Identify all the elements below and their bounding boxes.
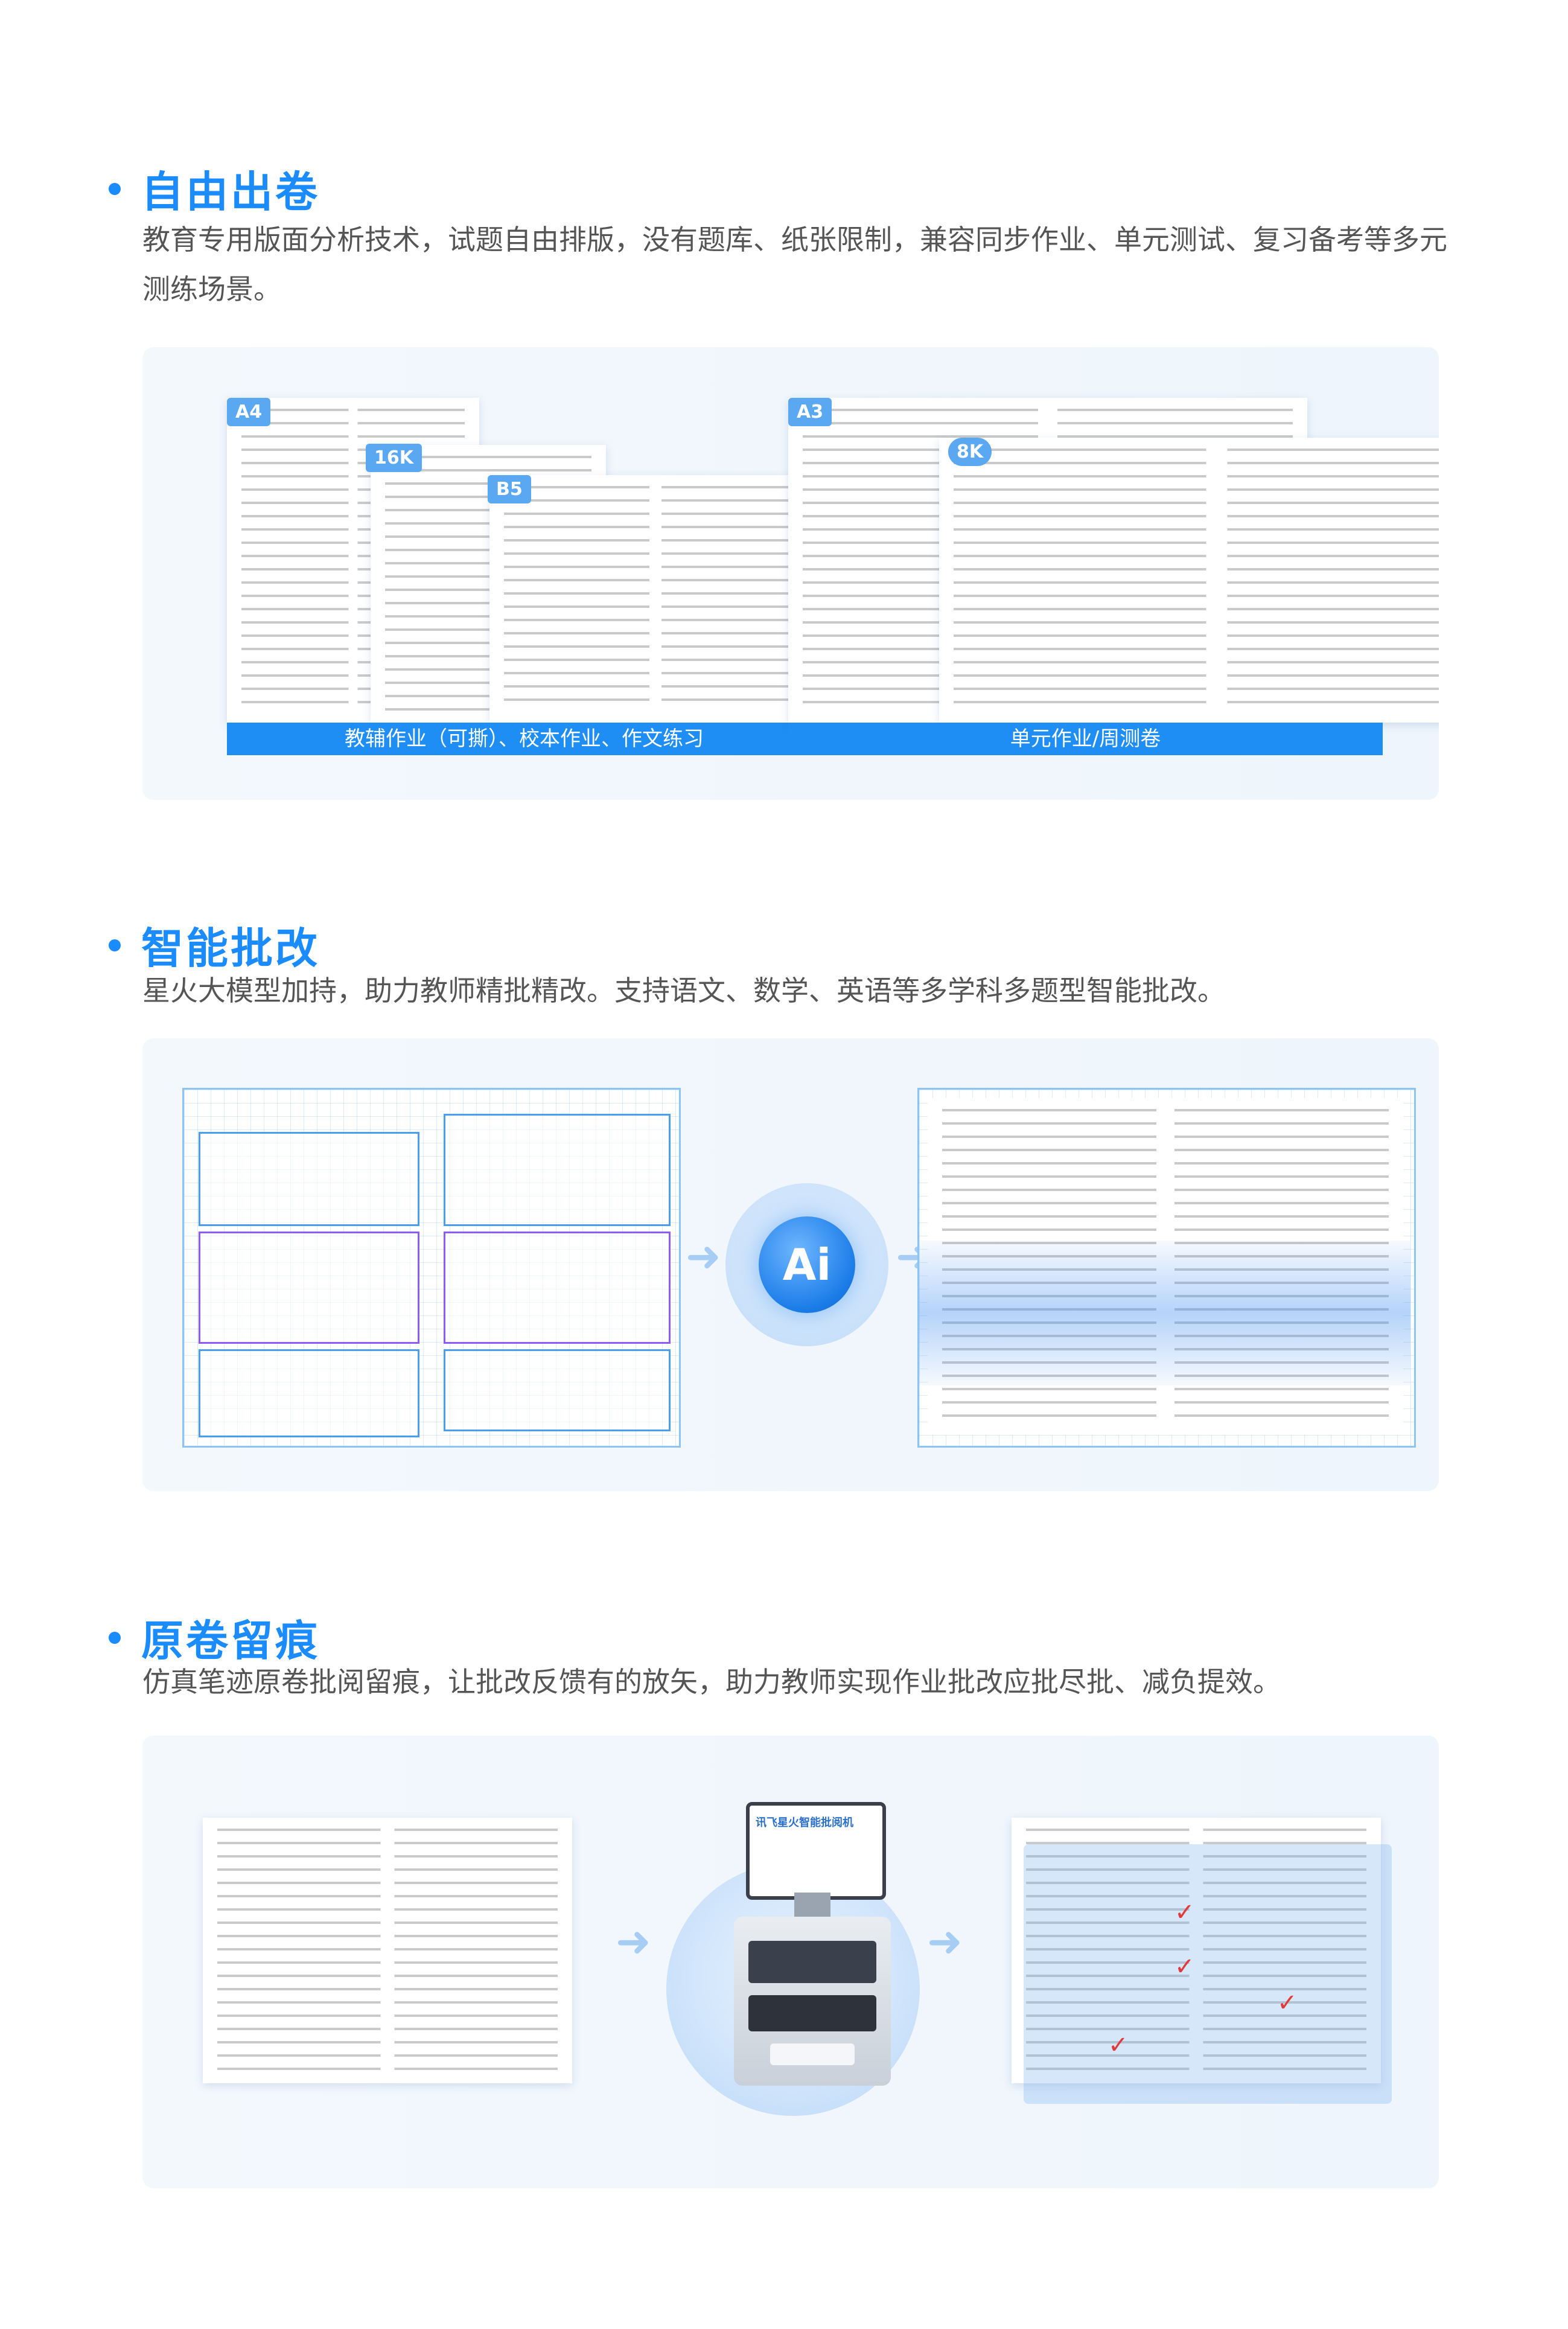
caption-right: 单元作业/周测卷 bbox=[788, 723, 1383, 755]
question-box bbox=[199, 1349, 419, 1437]
ai-icon: Ai bbox=[759, 1216, 855, 1313]
question-box bbox=[444, 1349, 671, 1431]
check-mark-icon: ✓ bbox=[1108, 2031, 1129, 2059]
question-box bbox=[199, 1232, 419, 1344]
grid-sheet-right bbox=[917, 1088, 1416, 1448]
ai-badge: Ai bbox=[725, 1183, 888, 1346]
dot-icon bbox=[109, 939, 121, 951]
graded-paper bbox=[928, 1098, 1403, 1435]
scan-band bbox=[919, 1241, 1410, 1385]
question-box bbox=[199, 1132, 419, 1226]
size-tag-16k: 16K bbox=[366, 444, 422, 472]
check-mark-icon: ✓ bbox=[1277, 1989, 1298, 2017]
paper-b5 bbox=[489, 475, 821, 723]
section-title: 原卷留痕 bbox=[141, 1616, 320, 1666]
caption-left: 教辅作业（可撕）、校本作业、作文练习 bbox=[227, 723, 821, 755]
paper-size-panel: A4 16K B5 教辅作业（可撕）、校本作业、作文练习 A3 8K 单元作业/… bbox=[142, 347, 1439, 800]
grid-sheet-left bbox=[182, 1088, 681, 1448]
machine-screen: 讯飞星火智能批阅机 bbox=[746, 1802, 886, 1900]
section-heading: 原卷留痕 bbox=[109, 1607, 320, 1668]
dot-icon bbox=[109, 182, 121, 195]
section-title: 智能批改 bbox=[141, 924, 320, 973]
size-tag-a3: A3 bbox=[788, 398, 832, 426]
machine-label: 讯飞星火智能批阅机 bbox=[756, 1816, 853, 1829]
check-mark-icon: ✓ bbox=[1174, 1899, 1195, 1926]
question-box bbox=[444, 1114, 671, 1226]
size-tag-a4: A4 bbox=[227, 398, 271, 426]
machine-body bbox=[734, 1917, 891, 2086]
check-mark-icon: ✓ bbox=[1174, 1953, 1195, 1981]
grading-panel: ➜ Ai ➜ bbox=[142, 1038, 1439, 1491]
grading-machine: 讯飞星火智能批阅机 bbox=[734, 1802, 891, 2086]
marked-paper bbox=[1012, 1818, 1381, 2083]
section-description: 仿真笔迹原卷批阅留痕，让批改反馈有的放矢，助力教师实现作业批改应批尽批、减负提效… bbox=[142, 1666, 1281, 1698]
original-paper bbox=[203, 1818, 572, 2083]
size-tag-b5: B5 bbox=[488, 475, 531, 503]
section-title: 自由出卷 bbox=[141, 167, 320, 217]
paper-8k-sheet bbox=[939, 438, 1439, 723]
highlight-overlay bbox=[1024, 1844, 1392, 2104]
question-box bbox=[444, 1232, 671, 1344]
arrow-right-icon: ➜ bbox=[616, 1917, 651, 1966]
section-description: 星火大模型加持，助力教师精批精改。支持语文、数学、英语等多学科多题型智能批改。 bbox=[142, 974, 1225, 1007]
size-tag-8k: 8K bbox=[948, 438, 992, 466]
section-description: 教育专用版面分析技术，试题自由排版，没有题库、纸张限制，兼容同步作业、单元测试、… bbox=[142, 223, 1447, 305]
section-heading: 智能批改 bbox=[109, 915, 320, 976]
section-heading: 自由出卷 bbox=[109, 158, 320, 219]
arrow-right-icon: ➜ bbox=[686, 1232, 721, 1281]
dot-icon bbox=[109, 1631, 121, 1644]
marks-panel: ➜ 讯飞星火智能批阅机 ➜ ✓ ✓ ✓ ✓ bbox=[142, 1736, 1439, 2188]
arrow-right-icon: ➜ bbox=[927, 1917, 963, 1966]
